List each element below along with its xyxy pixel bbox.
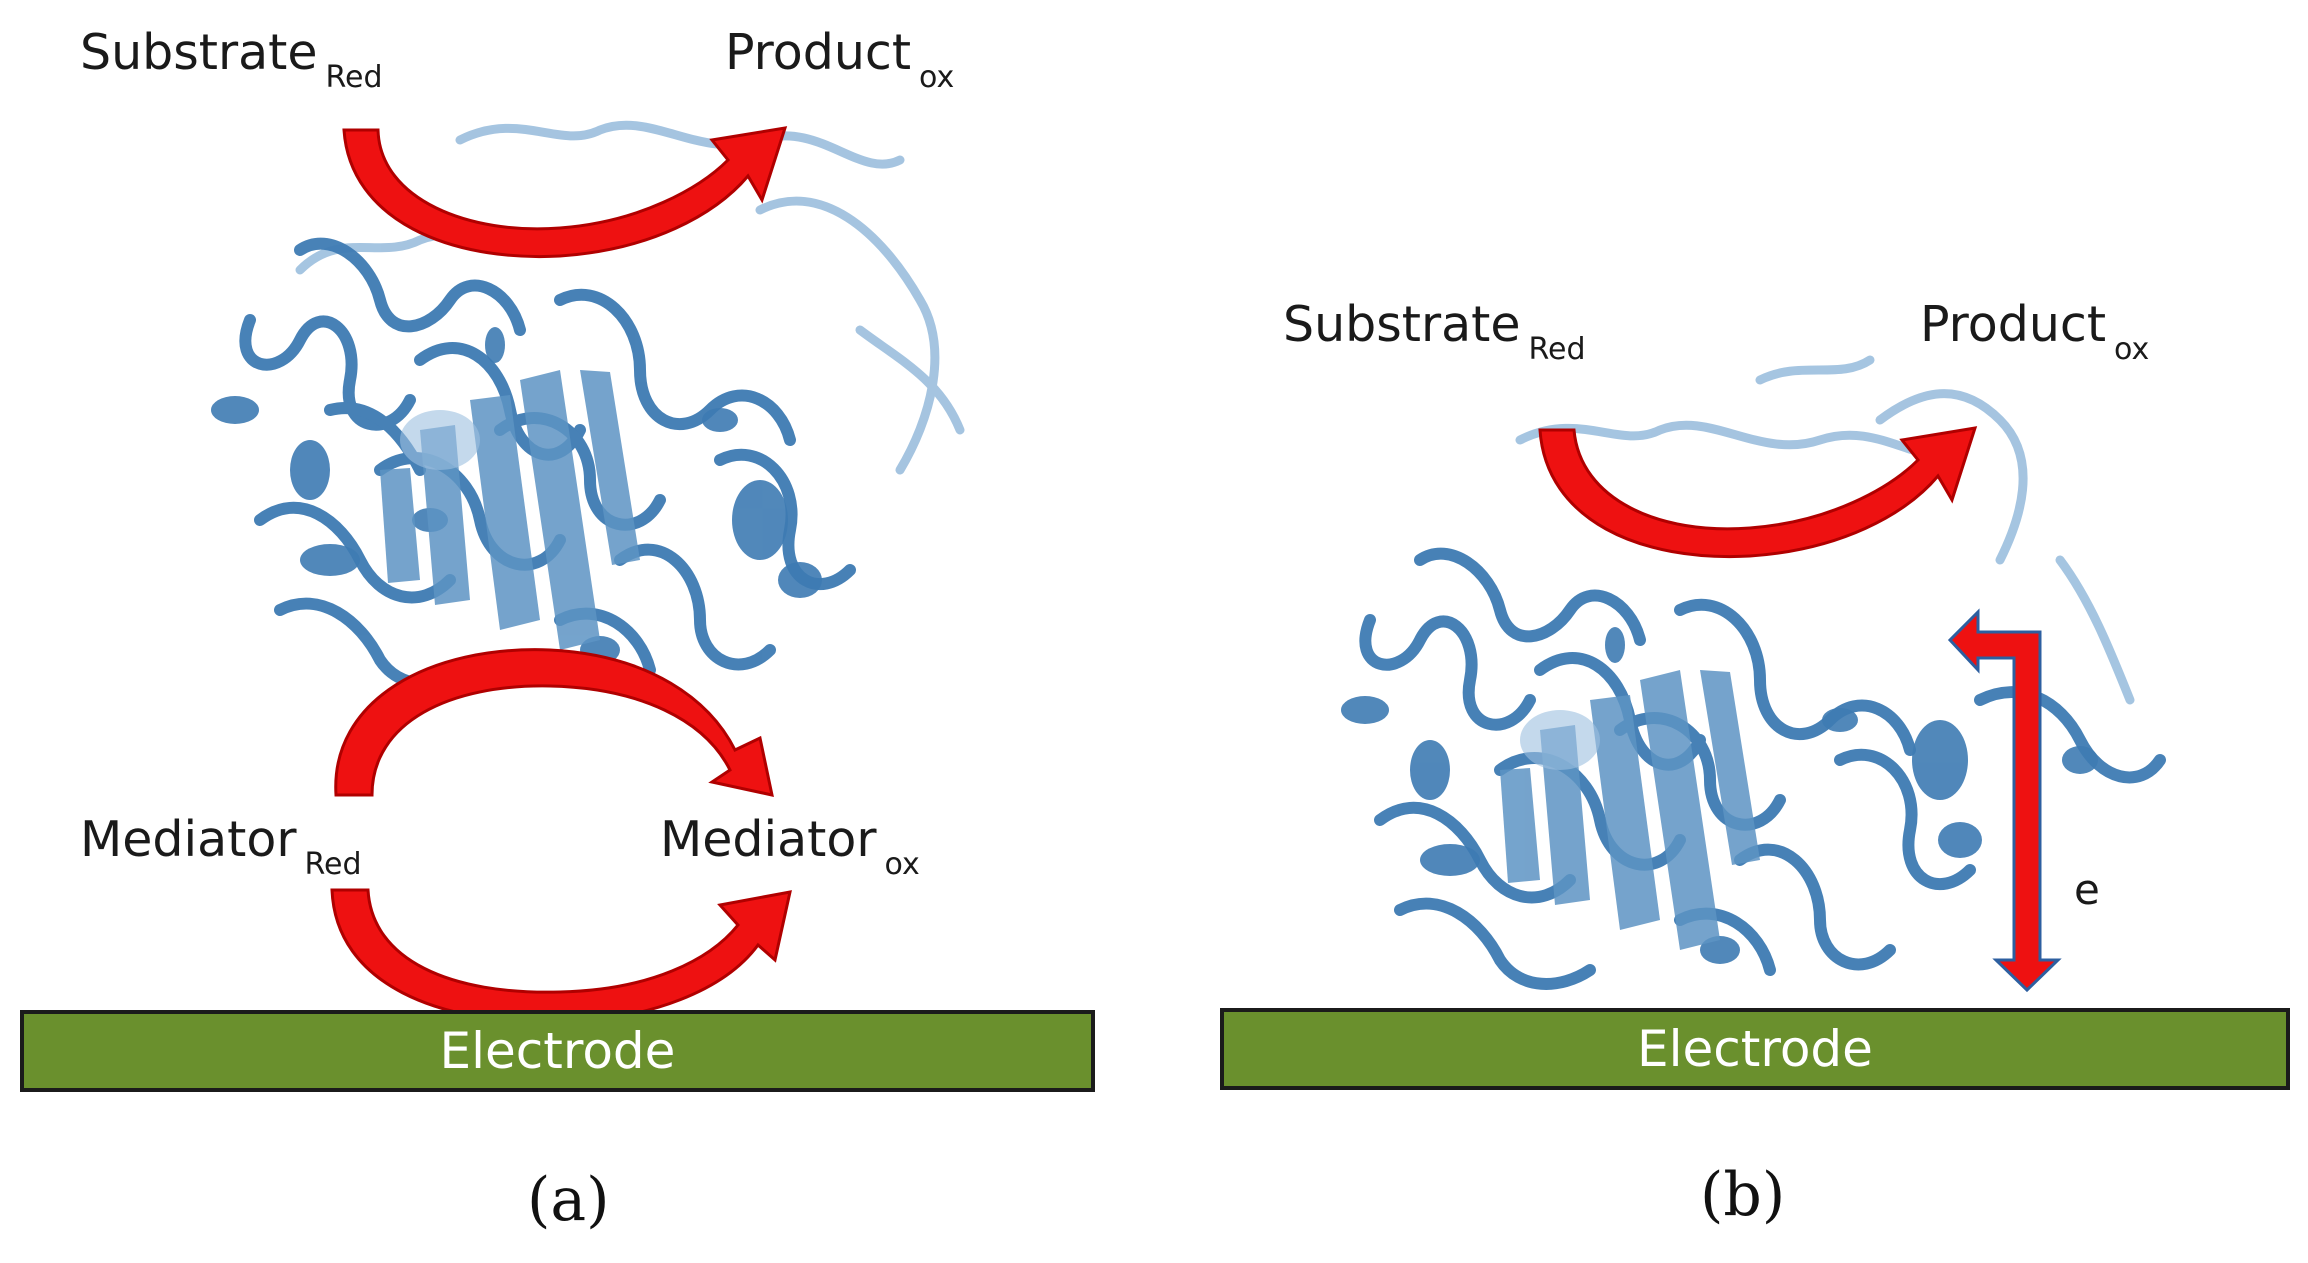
product-text-a: Product xyxy=(725,24,912,81)
protein-structure-a xyxy=(211,120,965,690)
product-subscript-a: ox xyxy=(919,60,955,95)
electron-transfer-arrow-b xyxy=(1947,608,2062,993)
electron-label-b: e xyxy=(2074,865,2100,914)
substrate-subscript-a: Red xyxy=(325,60,383,95)
mediator-regeneration-arrow-a xyxy=(330,888,792,1024)
mediator-ox-subscript-a: ox xyxy=(884,847,920,882)
substrate-to-product-arrow-b xyxy=(1538,426,1978,559)
substrate-to-product-arrow-a xyxy=(342,126,788,259)
panel-caption-a: (a) xyxy=(527,1165,610,1235)
protein-structure-b xyxy=(1341,355,2166,990)
electrode-label-a: Electrode xyxy=(439,1022,676,1080)
substrate-text-b: Substrate xyxy=(1283,296,1521,353)
electrode-label-b: Electrode xyxy=(1637,1020,1873,1078)
mediator-to-protein-arrow-a xyxy=(334,648,774,797)
electrode-b: Electrode xyxy=(1220,1008,2290,1090)
product-text-b: Product xyxy=(1920,296,2107,353)
substrate-subscript-b: Red xyxy=(1528,332,1586,367)
mediator-red-text-a: Mediator xyxy=(80,811,297,868)
product-subscript-b: ox xyxy=(2114,332,2150,367)
mediator-ox-text-a: Mediator xyxy=(660,811,877,868)
substrate-text-a: Substrate xyxy=(80,24,318,81)
panel-caption-b: (b) xyxy=(1700,1160,1786,1230)
mediator-red-subscript-a: Red xyxy=(304,847,362,882)
electrode-a: Electrode xyxy=(20,1010,1095,1092)
